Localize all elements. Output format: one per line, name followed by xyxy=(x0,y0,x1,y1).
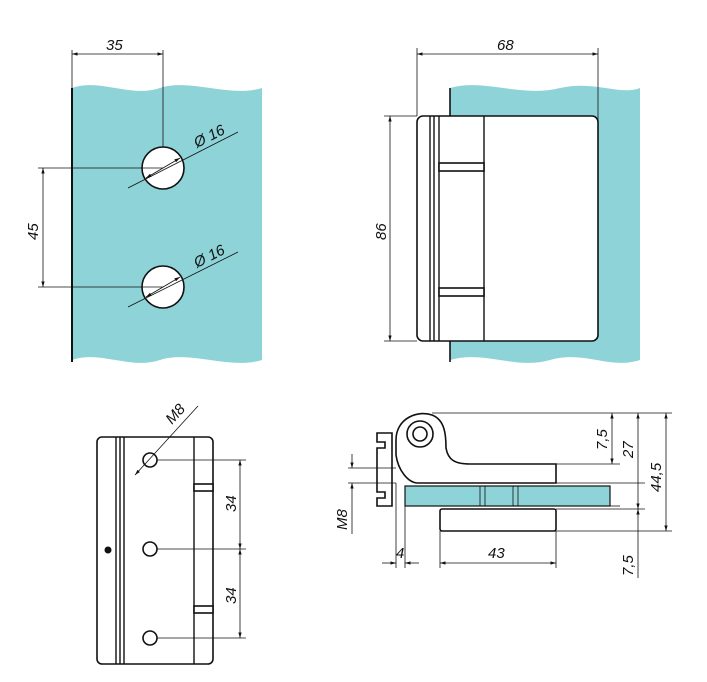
pivot-inner xyxy=(412,426,428,442)
hinge-body xyxy=(416,115,599,342)
dim-label-section-m8: M8 xyxy=(334,509,351,530)
bolt-hole-middle xyxy=(142,541,158,557)
hinge-knuckle-top xyxy=(438,162,485,172)
plate-slot-bottom xyxy=(193,605,214,614)
screw-dot xyxy=(104,546,112,554)
bolt-hole-top xyxy=(142,452,158,468)
dim-label-7-5-bottom: 7,5 xyxy=(620,554,637,576)
hinge-knuckle-bottom xyxy=(438,287,485,297)
dim-label-35: 35 xyxy=(106,37,123,54)
dim-label-34-a: 34 xyxy=(223,495,240,512)
glass-panel-left xyxy=(72,85,262,363)
bolt-hole-bottom xyxy=(142,630,158,646)
plate-slot-top xyxy=(193,483,214,492)
side-view: 68 86 xyxy=(373,37,640,363)
section-view: 7,5 27 44,5 7,5 M8 4 43 xyxy=(334,412,672,578)
bracket-profile xyxy=(376,432,393,507)
dim-label-thread-m8: M8 xyxy=(162,400,189,427)
dim-label-68: 68 xyxy=(497,37,514,54)
glass-section xyxy=(404,485,611,507)
dim-label-4: 4 xyxy=(396,545,404,562)
glass-cutout-view: 35 45 Ø 16 Ø 16 xyxy=(25,37,262,363)
dim-label-34-b: 34 xyxy=(223,587,240,604)
hinge-arm xyxy=(395,412,557,484)
dim-label-43: 43 xyxy=(488,545,505,562)
dim-label-45: 45 xyxy=(25,223,42,240)
dim-label-7-5-top: 7,5 xyxy=(594,428,611,450)
dim-label-44-5: 44,5 xyxy=(648,462,665,492)
front-plate-view: M8 34 34 xyxy=(96,400,246,665)
clamp-plate xyxy=(439,508,557,532)
dim-label-27: 27 xyxy=(620,441,637,459)
dim-label-86: 86 xyxy=(373,223,390,240)
